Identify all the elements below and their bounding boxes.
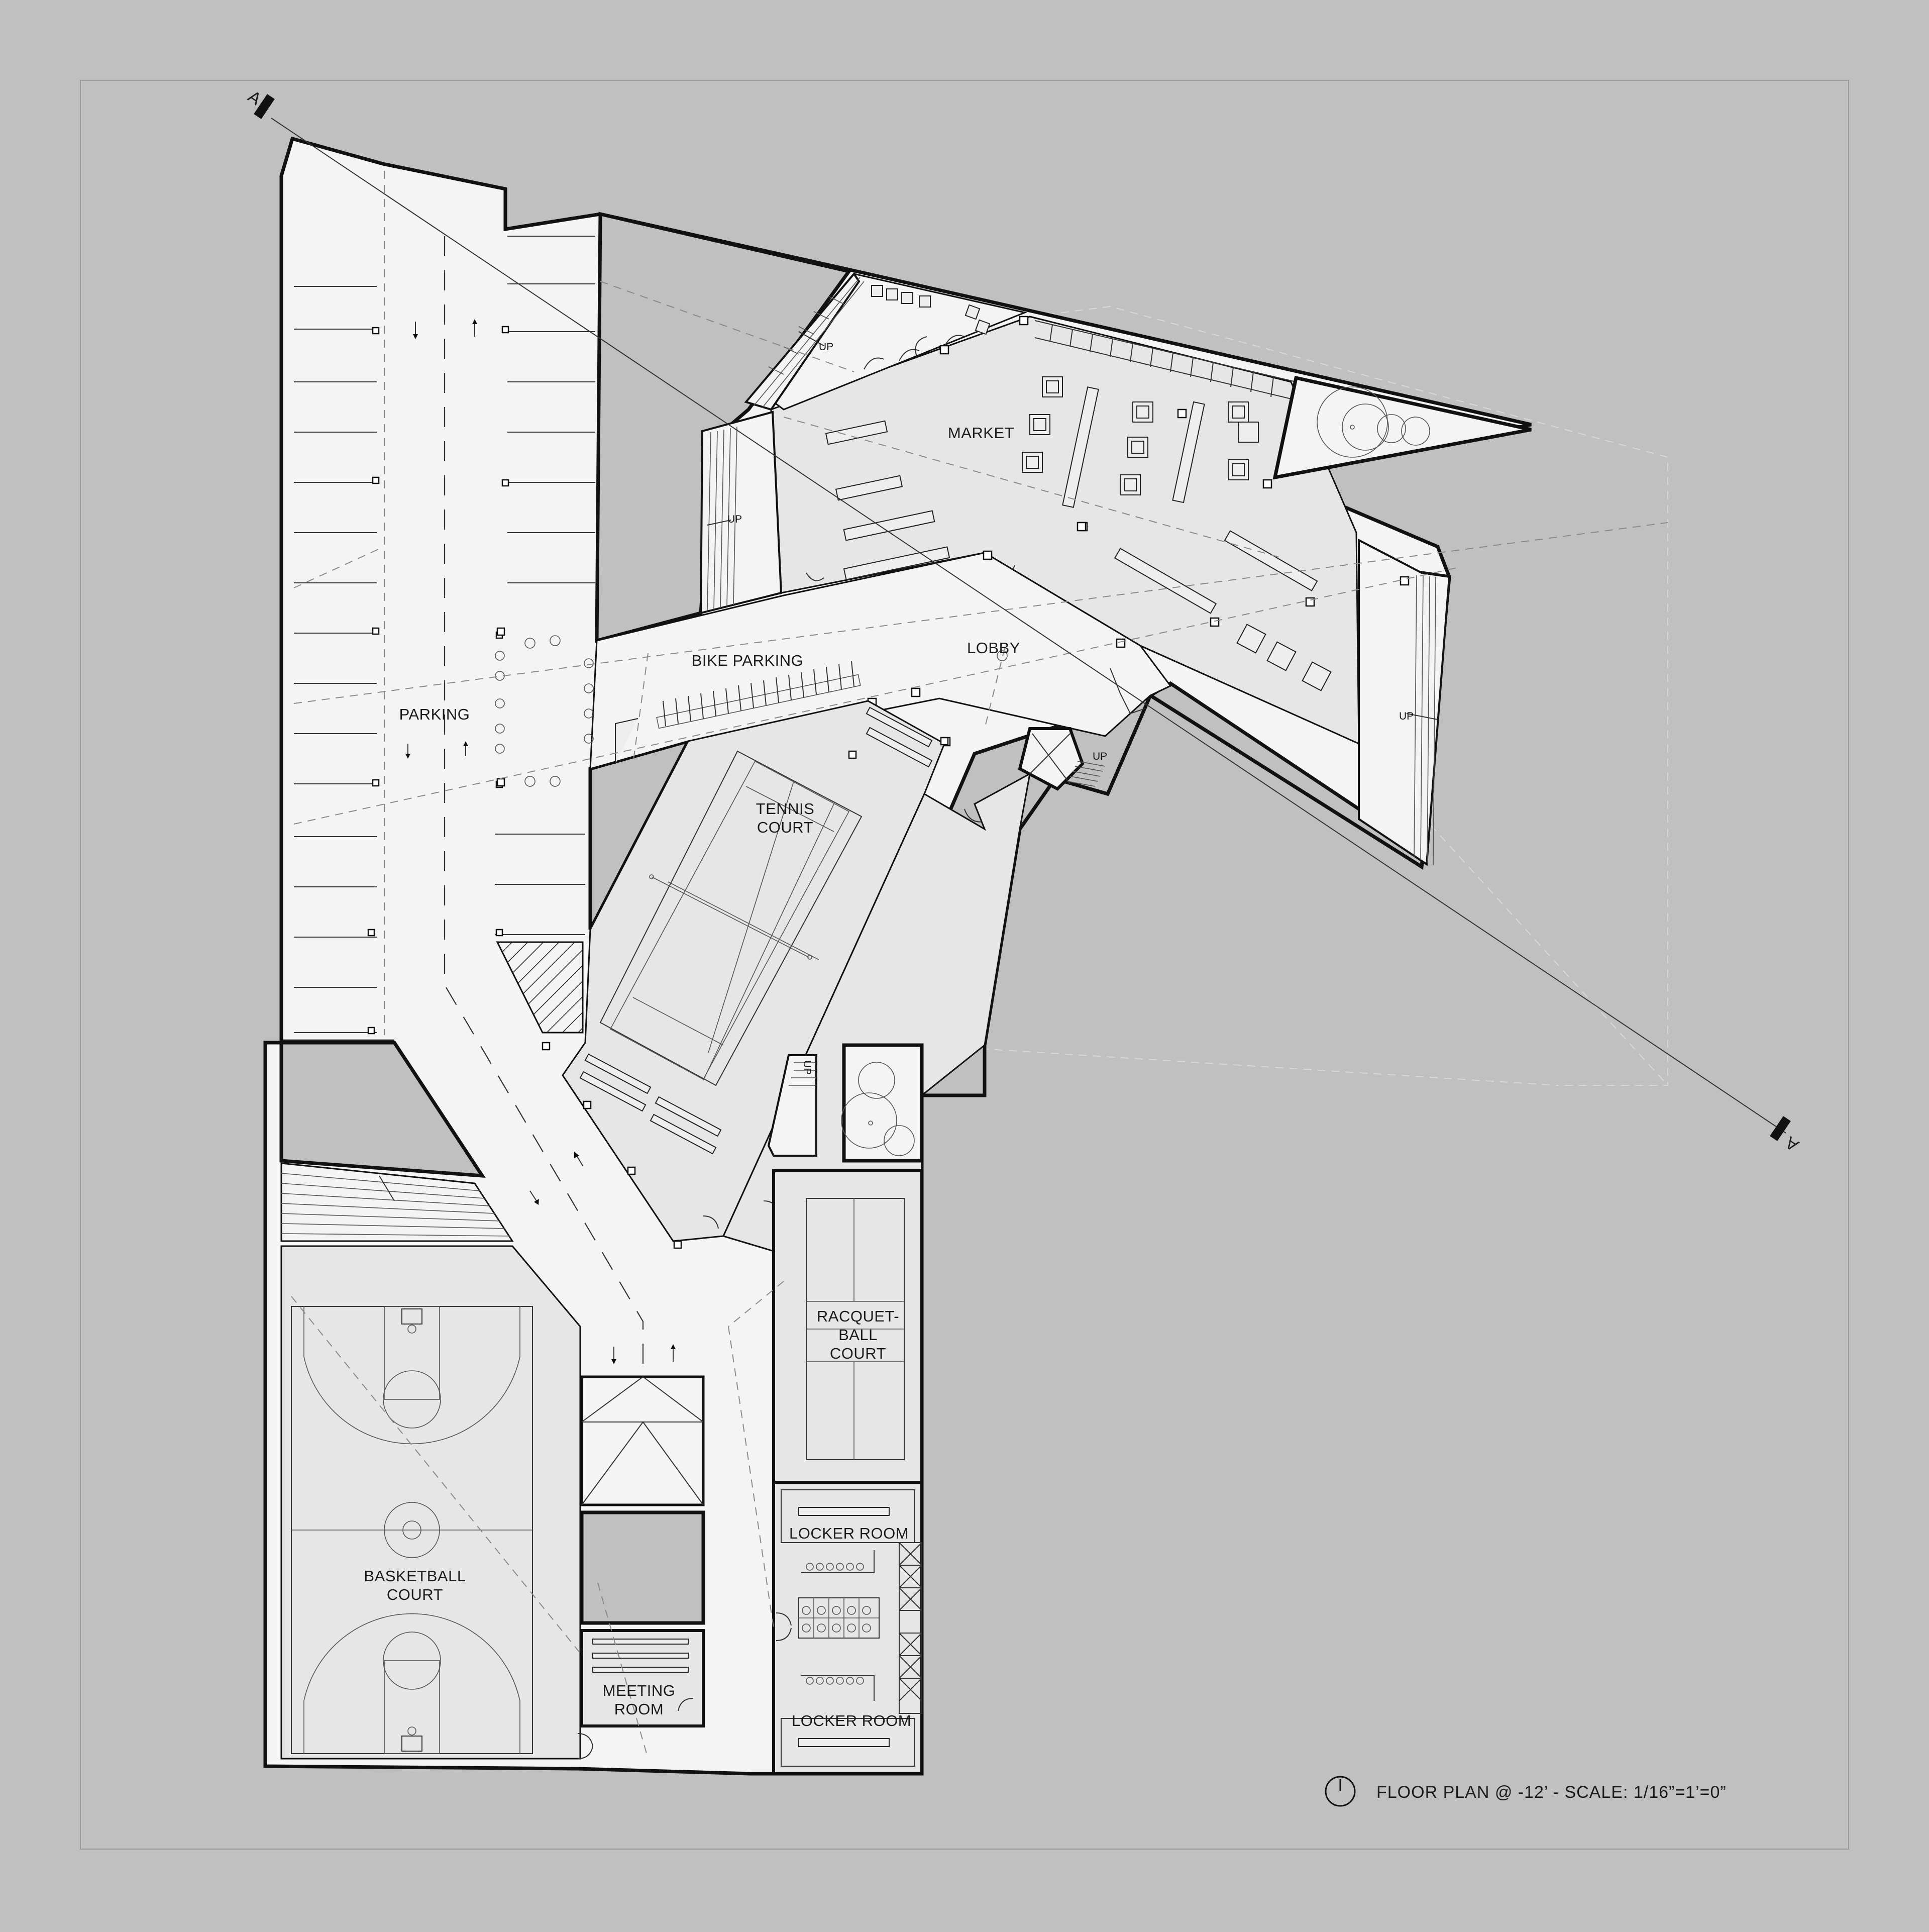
label-parking: PARKING: [399, 705, 470, 723]
label-bike-parking: BIKE PARKING: [692, 652, 804, 669]
market-north-stalls: [1034, 320, 1297, 400]
label-basketball-2: COURT: [387, 1586, 443, 1603]
label-locker-room-upper: LOCKER ROOM: [789, 1524, 909, 1542]
parking-ramp-box: [580, 1375, 705, 1506]
southeast-garden: [842, 1043, 924, 1163]
bollards: [495, 635, 1008, 787]
label-tennis-1: TENNIS: [756, 800, 815, 818]
east-corridor: UP: [703, 772, 1031, 1253]
label-racquet-3: COURT: [830, 1345, 886, 1362]
section-marker-se: [1770, 1116, 1791, 1141]
stair-up-label-market-w: UP: [727, 514, 742, 525]
traffic-arrows: [405, 319, 676, 1364]
meeting-zone: [577, 1629, 705, 1759]
label-racquet-1: RACQUET-: [817, 1307, 899, 1325]
section-label-se: A: [1782, 1133, 1802, 1155]
label-basketball-1: BASKETBALL: [364, 1567, 466, 1585]
upper-floor-outline: [592, 301, 1668, 1086]
label-racquet-2: BALL: [838, 1326, 878, 1344]
stair-up-label-tennis: UP: [801, 1060, 813, 1075]
tennis-court-lines: [599, 750, 863, 1086]
elevator-core: UP: [1018, 727, 1107, 791]
bleachers: [280, 1162, 514, 1242]
sheet-border: [80, 80, 1849, 1850]
basketball-court-lines: [291, 1306, 533, 1754]
locker-shower-stalls: [899, 1542, 922, 1714]
meeting-room: [580, 1629, 705, 1727]
market-northwest-stair: UP: [744, 272, 865, 411]
void-basketball-north: [279, 1041, 486, 1178]
basketball-floor: [280, 1245, 581, 1760]
racquetball-zone: [772, 1169, 923, 1484]
market-west-stair: UP: [699, 411, 783, 615]
label-lobby: LOBBY: [967, 639, 1020, 657]
basketball-zone: [280, 1162, 581, 1760]
market-display-cases: [1022, 376, 1332, 691]
void-shaft: [580, 1510, 705, 1625]
tennis-benches: [579, 706, 933, 1155]
label-meeting-2: ROOM: [614, 1700, 664, 1718]
stair-up-label-market-e: UP: [1399, 710, 1414, 722]
ramp-hatch: [496, 941, 584, 1034]
section-marker-nw: [254, 94, 275, 119]
tennis-floor: [562, 700, 945, 1242]
tennis-columns: [542, 737, 949, 1249]
bike-racks: [656, 661, 861, 729]
lobby-stair: UP: [1067, 751, 1107, 787]
stair-up-label-market-nw: UP: [819, 341, 833, 353]
structural-grid: [293, 281, 1668, 825]
market-nw-chairs: [871, 285, 991, 335]
parking-stalls-west: [294, 286, 377, 1033]
locker-room-fixtures: [798, 1550, 880, 1701]
north-arrow-icon: [1325, 1776, 1356, 1807]
tennis-zone: [542, 700, 949, 1249]
stair-up-label-lobby: UP: [1093, 751, 1107, 762]
label-market: MARKET: [948, 424, 1014, 442]
plan-title: FLOOR PLAN @ -12’ - SCALE: 1/16”=1’=0”: [1376, 1783, 1727, 1802]
label-tennis-2: COURT: [757, 819, 813, 836]
locker-zone: [772, 1481, 923, 1775]
market-tables: [825, 386, 1318, 614]
racquetball-room: [772, 1169, 923, 1484]
label-meeting-1: MEETING: [603, 1682, 676, 1699]
northeast-garden: [1272, 375, 1532, 480]
market-east-stair: UP: [1358, 538, 1451, 866]
label-locker-room-lower: LOCKER ROOM: [792, 1712, 911, 1730]
room-labels: MARKET BIKE PARKING LOBBY PARKING TENNIS…: [364, 424, 1020, 1730]
title-block: FLOOR PLAN @ -12’ - SCALE: 1/16”=1’=0”: [1325, 1776, 1727, 1807]
parking-stalls-east: [495, 236, 595, 935]
